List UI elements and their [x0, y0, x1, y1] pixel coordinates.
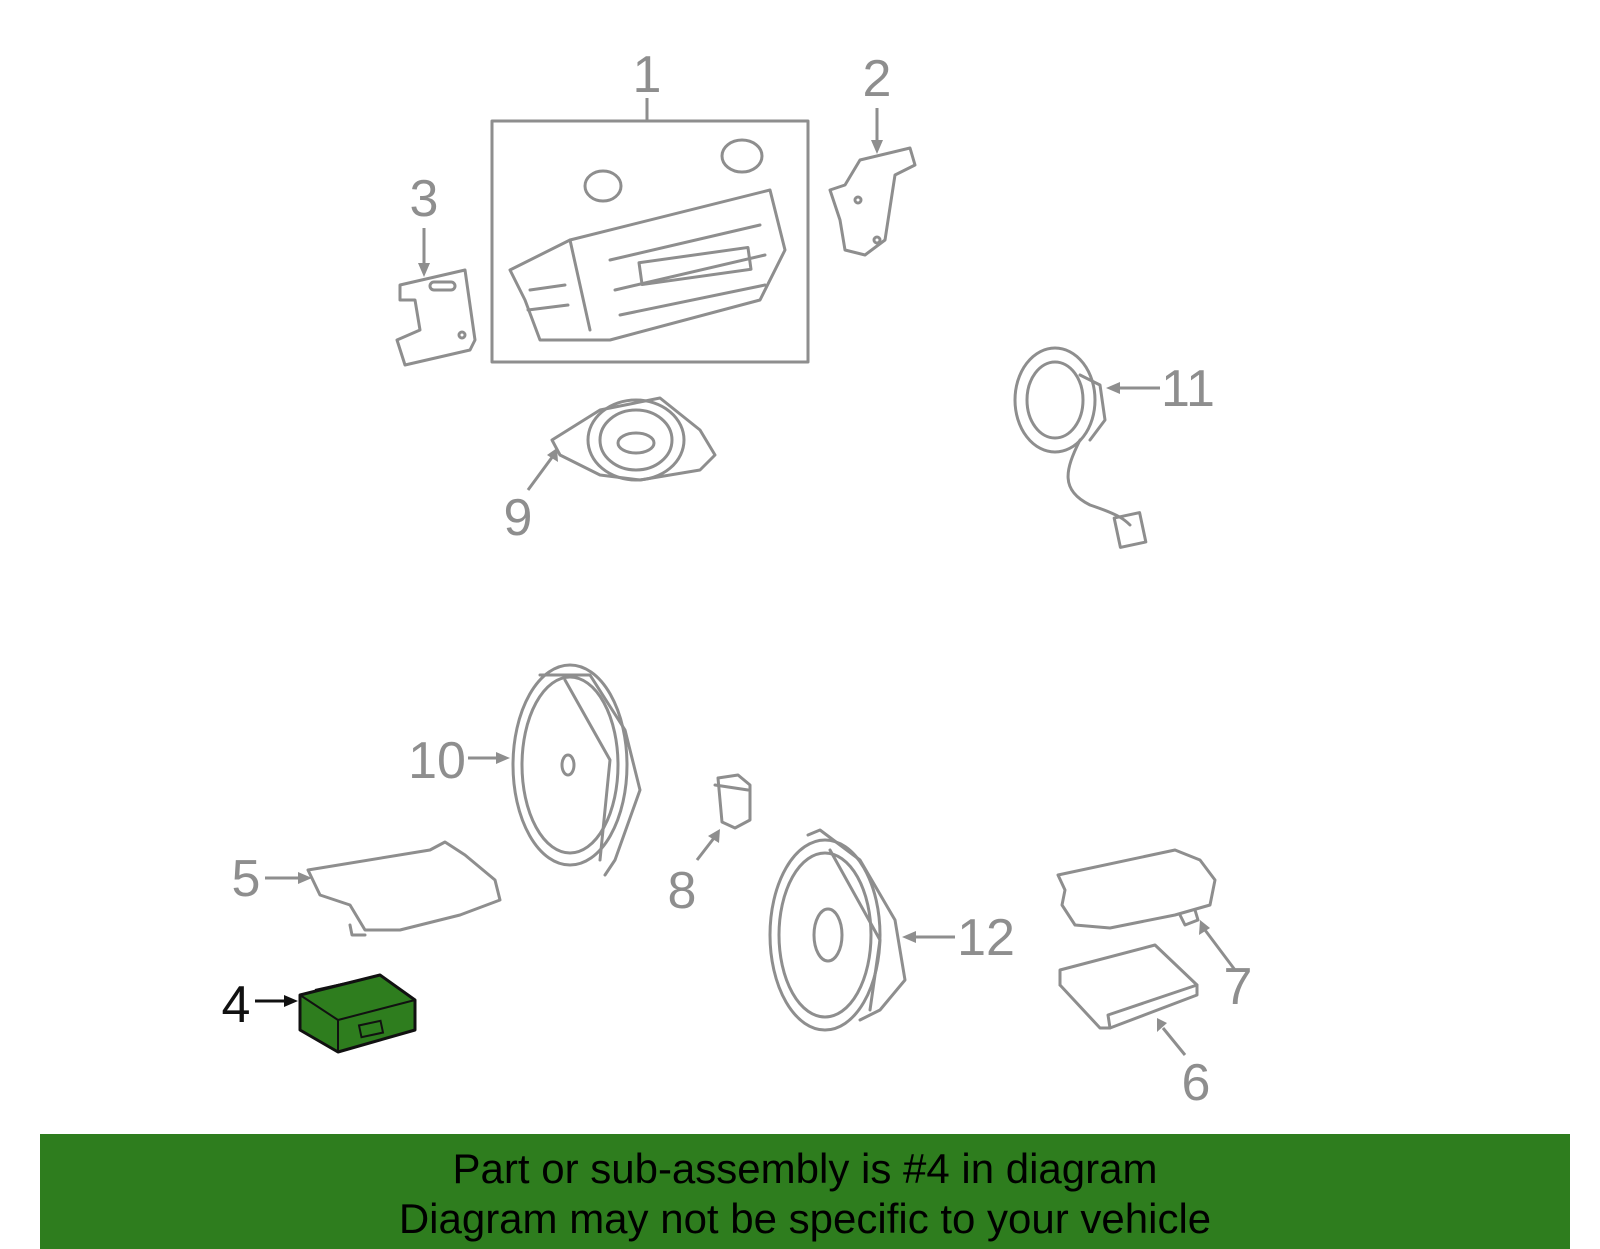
- callout-12[interactable]: 12: [957, 909, 1015, 967]
- part-7-module-cover[interactable]: [1056, 848, 1237, 971]
- callout-7[interactable]: 7: [1224, 958, 1253, 1016]
- part-2-right-bracket[interactable]: [828, 108, 917, 257]
- part-3-left-bracket[interactable]: [395, 228, 477, 367]
- part-10-door-speaker[interactable]: [468, 663, 642, 877]
- part-6-module[interactable]: [1058, 943, 1199, 1056]
- callout-10[interactable]: 10: [408, 732, 466, 790]
- part-1-radio-unit[interactable]: [490, 98, 810, 364]
- part-12-door-speaker[interactable]: [768, 828, 955, 1032]
- banner-line-1: Part or sub-assembly is #4 in diagram: [452, 1145, 1158, 1192]
- part-4-amplifier-highlighted[interactable]: [255, 973, 417, 1054]
- callout-5[interactable]: 5: [232, 850, 261, 908]
- callout-1[interactable]: 1: [633, 46, 662, 104]
- part-5-cover[interactable]: [265, 840, 502, 937]
- callout-9[interactable]: 9: [504, 489, 533, 547]
- part-9-tweeter[interactable]: [526, 396, 717, 491]
- info-banner: Part or sub-assembly is #4 in diagram Di…: [40, 1134, 1570, 1249]
- callout-4[interactable]: 4: [222, 976, 251, 1034]
- callout-3[interactable]: 3: [410, 170, 439, 228]
- callout-11[interactable]: 11: [1161, 360, 1215, 418]
- callout-8[interactable]: 8: [668, 862, 697, 920]
- callout-2[interactable]: 2: [863, 50, 892, 108]
- part-11-speaker-with-connector[interactable]: [1013, 346, 1160, 549]
- part-8-connector[interactable]: [695, 773, 752, 861]
- banner-line-2: Diagram may not be specific to your vehi…: [398, 1195, 1212, 1242]
- callout-6[interactable]: 6: [1182, 1054, 1211, 1112]
